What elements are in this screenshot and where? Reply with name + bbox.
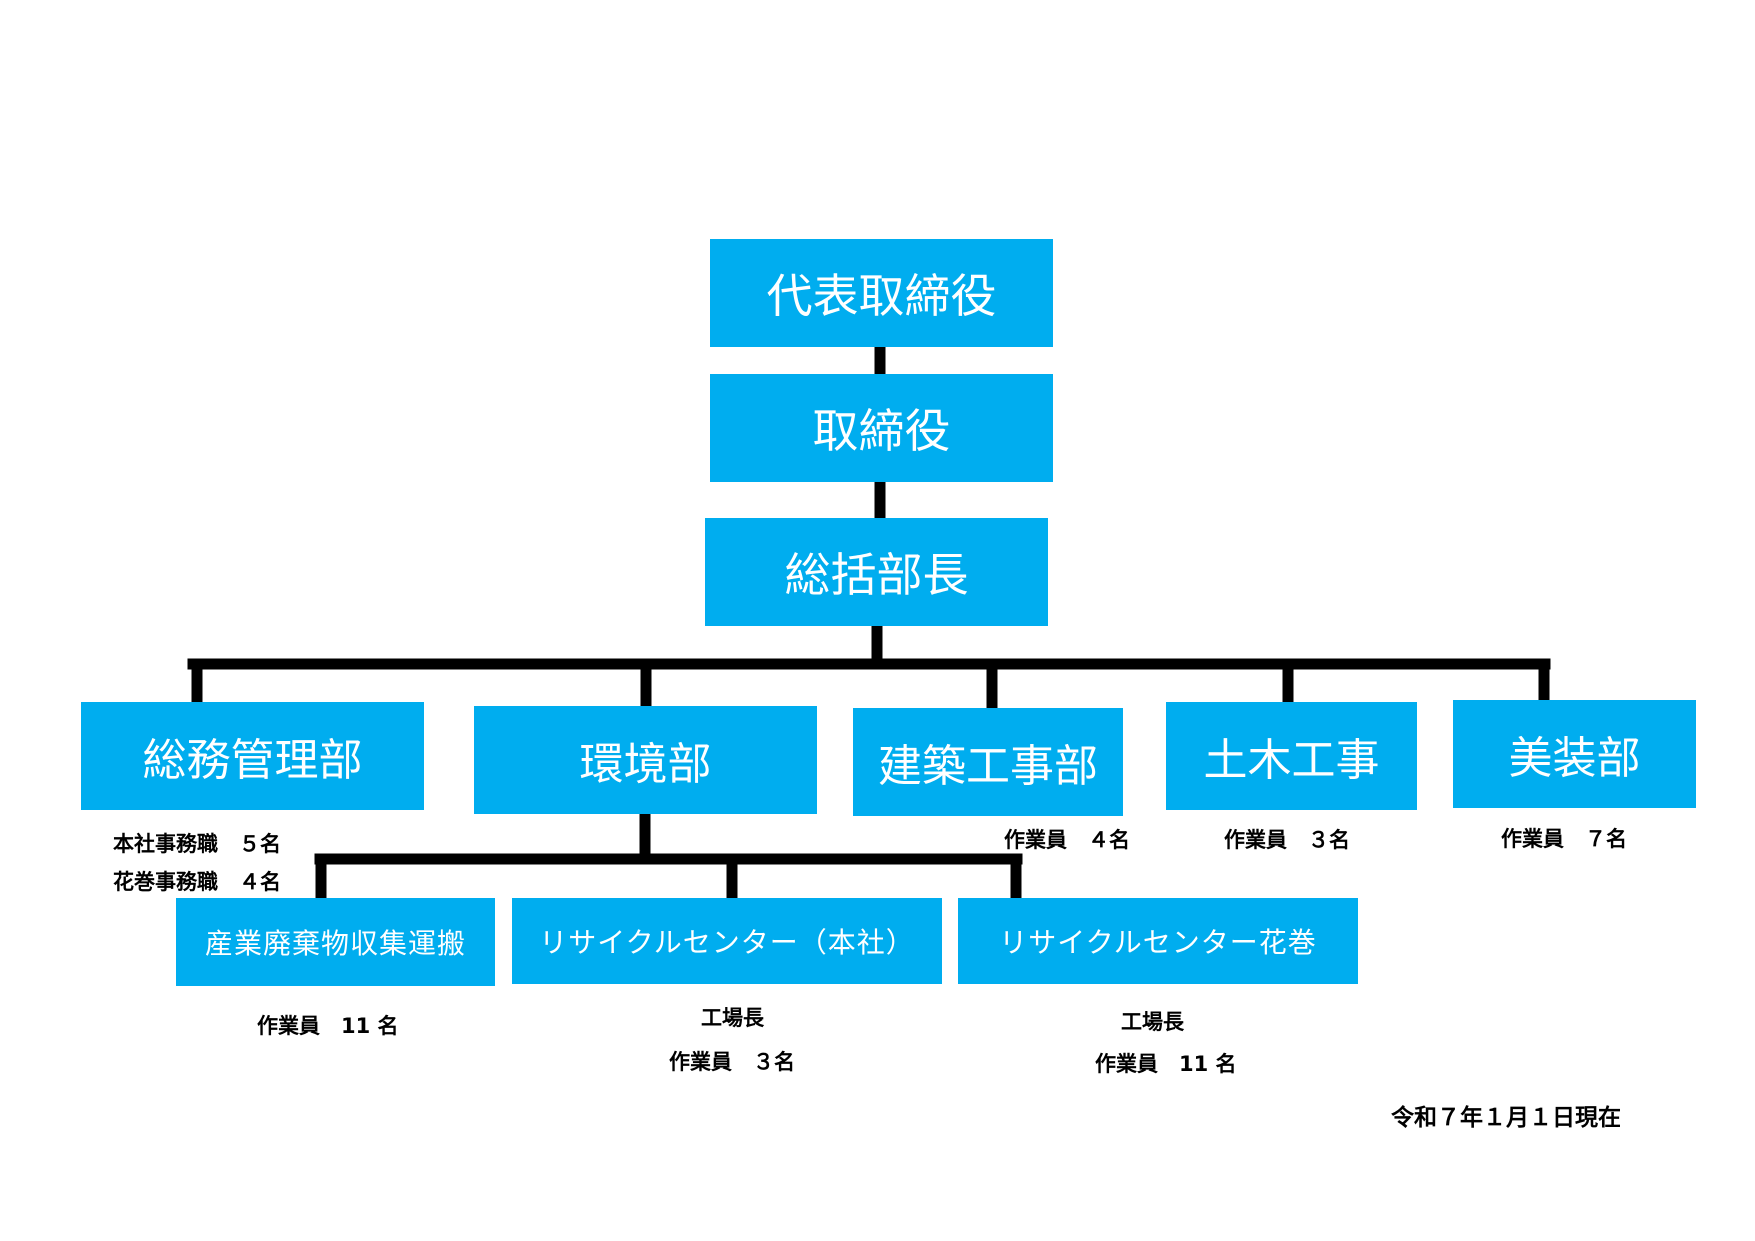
dept-construction-box: 建築工事部	[853, 708, 1123, 816]
staff-general-affairs-hanamaki: 花巻事務職 ４名	[113, 870, 281, 894]
unit-recycle-hq-box: リサイクルセンター（本社）	[512, 898, 942, 984]
staff-recycle-hanamaki-workers: 作業員 11 名	[1095, 1052, 1237, 1076]
staff-waste-transport: 作業員 11 名	[257, 1014, 399, 1038]
ceo-box: 代表取締役	[710, 239, 1053, 347]
dept-environment-box: 環境部	[474, 706, 817, 814]
general-manager-box: 総括部長	[705, 518, 1048, 626]
staff-recycle-hq-workers: 作業員 ３名	[669, 1050, 795, 1074]
director-box: 取締役	[710, 374, 1053, 482]
staff-finishing: 作業員 ７名	[1501, 827, 1627, 851]
unit-waste-transport-box: 産業廃棄物収集運搬	[176, 898, 495, 986]
staff-general-affairs-hq: 本社事務職 ５名	[113, 832, 281, 856]
dept-general-affairs-box: 総務管理部	[81, 702, 424, 810]
staff-recycle-hq-manager: 工場長	[701, 1006, 764, 1030]
dept-civil-engineering-box: 土木工事	[1166, 702, 1417, 810]
as-of-date: 令和７年１月１日現在	[1391, 1105, 1621, 1131]
dept-finishing-box: 美装部	[1453, 700, 1696, 808]
unit-recycle-hanamaki-box: リサイクルセンター花巻	[958, 898, 1358, 984]
staff-construction: 作業員 ４名	[1004, 828, 1130, 852]
staff-recycle-hanamaki-manager: 工場長	[1121, 1010, 1184, 1034]
staff-civil-engineering: 作業員 ３名	[1224, 828, 1350, 852]
